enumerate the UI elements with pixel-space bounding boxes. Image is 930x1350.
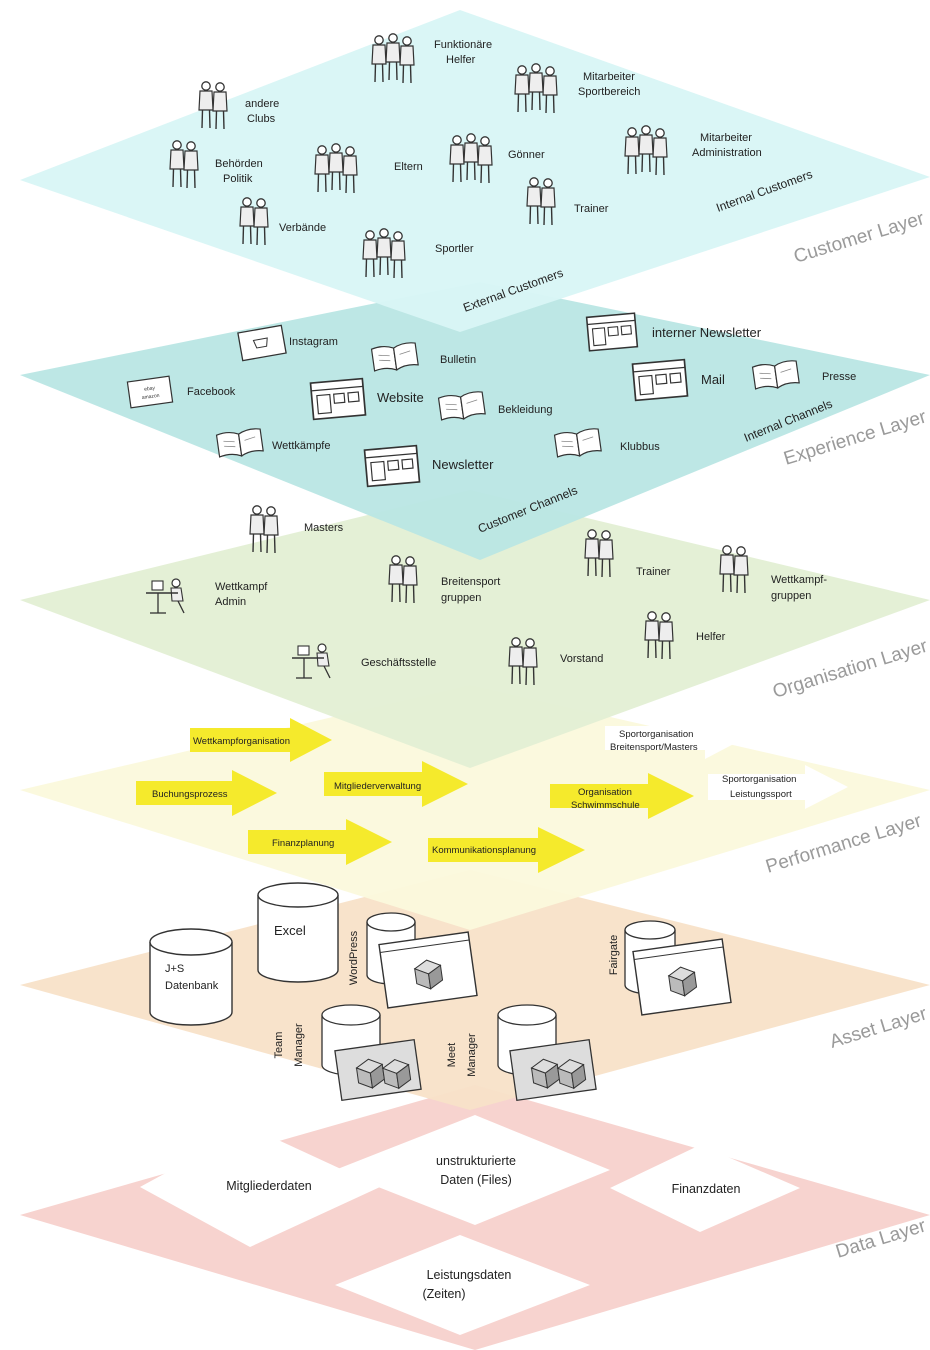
- browser-icon: [585, 312, 639, 352]
- svg-text:Facebook: Facebook: [187, 386, 236, 398]
- svg-text:Instagram: Instagram: [289, 336, 338, 348]
- data-item: Daten (Files): [440, 1173, 512, 1187]
- svg-text:Kommunikationsplanung: Kommunikationsplanung: [432, 845, 536, 856]
- svg-text:amazon: amazon: [141, 393, 160, 401]
- data-layer: unstrukturierte Daten (Files) Mitglieder…: [20, 1085, 930, 1350]
- svg-text:Behörden: Behörden: [215, 158, 263, 170]
- svg-text:Sportbereich: Sportbereich: [578, 86, 640, 98]
- svg-text:Helfer: Helfer: [696, 631, 726, 643]
- process-arrow-white: Sportorganisation Leistungssport: [708, 765, 848, 809]
- svg-text:Mitgliederverwaltung: Mitgliederverwaltung: [334, 781, 421, 792]
- browser-window-icon: [378, 931, 478, 1009]
- svg-text:Mitarbeiter: Mitarbeiter: [700, 132, 752, 144]
- svg-text:Website: Website: [377, 390, 424, 405]
- svg-text:Organisation: Organisation: [578, 787, 632, 798]
- data-item: unstrukturierte: [436, 1154, 516, 1168]
- svg-text:Masters: Masters: [304, 522, 344, 534]
- svg-text:Schwimmschule: Schwimmschule: [571, 800, 640, 811]
- svg-text:Administration: Administration: [692, 147, 762, 159]
- data-item: Finanzdaten: [672, 1182, 741, 1196]
- svg-text:Verbände: Verbände: [279, 222, 326, 234]
- svg-text:interner Newsletter: interner Newsletter: [652, 325, 762, 340]
- svg-text:ebay: ebay: [144, 385, 156, 393]
- asset-item: Excel: [274, 923, 306, 938]
- asset-item: Meet: [446, 1043, 458, 1067]
- svg-text:Buchungsprozess: Buchungsprozess: [152, 789, 228, 800]
- app-window-icon: [334, 1038, 422, 1102]
- app-window-icon: [509, 1038, 597, 1102]
- asset-item: Manager: [466, 1033, 478, 1077]
- svg-text:andere: andere: [245, 98, 279, 110]
- shop-icon: [237, 324, 287, 362]
- asset-item: Datenbank: [165, 980, 219, 992]
- process-arrow: Kommunikationsplanung: [428, 827, 585, 873]
- data-item: Mitgliederdaten: [226, 1179, 312, 1193]
- asset-item: Fairgate: [608, 935, 620, 975]
- badge-icon: ebay amazon: [126, 375, 174, 409]
- database-icon: [149, 928, 233, 1026]
- svg-text:Vorstand: Vorstand: [560, 653, 603, 665]
- browser-icon: [631, 358, 689, 402]
- asset-item: Manager: [293, 1023, 305, 1067]
- svg-text:Mitarbeiter: Mitarbeiter: [583, 71, 635, 83]
- database-icon: [257, 882, 339, 983]
- svg-text:Finanzplanung: Finanzplanung: [272, 838, 334, 849]
- svg-text:Wettkampforganisation: Wettkampforganisation: [193, 736, 290, 747]
- process-arrow: Wettkampforganisation: [190, 718, 332, 762]
- svg-text:Wettkampf-: Wettkampf-: [771, 574, 827, 586]
- svg-text:Trainer: Trainer: [574, 203, 609, 215]
- svg-text:Helfer: Helfer: [446, 54, 476, 66]
- asset-item: WordPress: [348, 930, 360, 985]
- svg-text:gruppen: gruppen: [771, 590, 811, 602]
- process-arrow: Finanzplanung: [248, 819, 392, 865]
- svg-text:Breitensport/Masters: Breitensport/Masters: [610, 742, 698, 753]
- asset-layer: Excel J+S Datenbank WordPress Fairgate: [20, 870, 930, 1110]
- layer-title: Asset Layer: [827, 1003, 930, 1053]
- customer-layer: Funktionäre Helfer Mitarbeiter Sportbere…: [20, 10, 930, 332]
- svg-text:Geschäftsstelle: Geschäftsstelle: [361, 657, 436, 669]
- process-arrow: Organisation Schwimmschule: [550, 773, 694, 819]
- svg-text:Presse: Presse: [822, 371, 856, 383]
- svg-text:Sportler: Sportler: [435, 243, 474, 255]
- process-arrow: Mitgliederverwaltung: [324, 761, 468, 807]
- svg-text:Eltern: Eltern: [394, 161, 423, 173]
- svg-text:Admin: Admin: [215, 596, 246, 608]
- svg-text:Gönner: Gönner: [508, 149, 545, 161]
- svg-text:Clubs: Clubs: [247, 113, 276, 125]
- svg-text:gruppen: gruppen: [441, 592, 481, 604]
- svg-text:Politik: Politik: [223, 173, 253, 185]
- svg-text:Bekleidung: Bekleidung: [498, 404, 552, 416]
- svg-text:Newsletter: Newsletter: [432, 457, 494, 472]
- svg-text:Wettkampf: Wettkampf: [215, 581, 268, 593]
- svg-text:Wettkämpfe: Wettkämpfe: [272, 440, 331, 452]
- process-arrow: Buchungsprozess: [136, 770, 277, 816]
- svg-text:Trainer: Trainer: [636, 566, 671, 578]
- svg-text:Bulletin: Bulletin: [440, 354, 476, 366]
- browser-icon: [309, 377, 367, 421]
- browser-window-icon: [632, 938, 732, 1016]
- svg-text:Mail: Mail: [701, 372, 725, 387]
- data-item: (Zeiten): [422, 1287, 465, 1301]
- svg-text:Funktionäre: Funktionäre: [434, 39, 492, 51]
- svg-text:Sportorganisation: Sportorganisation: [722, 774, 796, 785]
- svg-text:Breitensport: Breitensport: [441, 576, 500, 588]
- svg-text:Klubbus: Klubbus: [620, 441, 660, 453]
- layer-title: Customer Layer: [791, 208, 927, 268]
- data-item: Leistungsdaten: [427, 1268, 512, 1282]
- asset-item: Team: [273, 1032, 285, 1059]
- svg-text:Leistungssport: Leistungssport: [730, 789, 792, 800]
- svg-text:Sportorganisation: Sportorganisation: [619, 729, 693, 740]
- browser-icon: [363, 444, 421, 488]
- process-arrow-white: Sportorganisation Breitensport/Masters: [605, 717, 745, 759]
- asset-item: J+S: [165, 963, 184, 975]
